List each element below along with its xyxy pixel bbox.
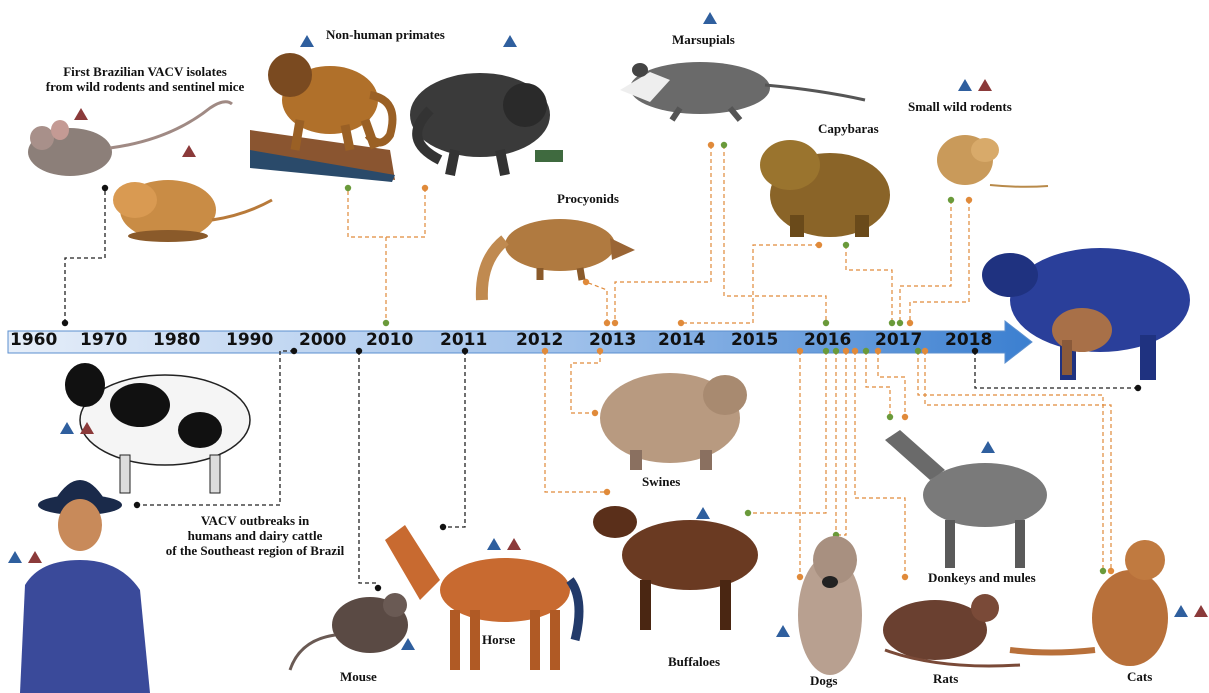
horse-icon	[385, 525, 579, 670]
label-first-isolates: First Brazilian VACV isolates from wild …	[30, 64, 260, 94]
opossum-icon	[620, 62, 865, 120]
wild-rodent-icon	[937, 135, 1048, 187]
rodent-icon	[113, 180, 272, 242]
pig-icon	[600, 373, 747, 470]
label-vacv-outbreaks-line1: VACV outbreaks in	[150, 513, 360, 528]
year-2013: 2013	[589, 330, 636, 350]
year-1970: 1970	[80, 330, 127, 350]
label-capybaras: Capybaras	[818, 121, 879, 136]
year-2010: 2010	[366, 330, 413, 350]
label-vacv-outbreaks-line2: humans and dairy cattle	[150, 528, 360, 543]
label-first-isolates-line1: First Brazilian VACV isolates	[30, 64, 260, 79]
coati-icon	[482, 219, 635, 300]
label-small-wild-rodents: Small wild rodents	[908, 99, 1012, 114]
year-2018: 2018	[945, 330, 992, 350]
label-marsupials: Marsupials	[672, 32, 735, 47]
year-2016: 2016	[804, 330, 851, 350]
farmer-icon	[20, 480, 150, 693]
monkey-icon	[250, 53, 395, 182]
year-2012: 2012	[516, 330, 563, 350]
label-mouse: Mouse	[340, 669, 377, 684]
label-first-isolates-line2: from wild rodents and sentinel mice	[30, 79, 260, 94]
label-non-human-primates: Non-human primates	[326, 27, 445, 42]
label-swines: Swines	[642, 474, 680, 489]
label-horse: Horse	[482, 632, 515, 647]
year-1990: 1990	[226, 330, 273, 350]
year-2017: 2017	[875, 330, 922, 350]
year-2015: 2015	[731, 330, 778, 350]
dog-icon	[798, 536, 862, 675]
year-2011: 2011	[440, 330, 487, 350]
label-vacv-outbreaks: VACV outbreaks in humans and dairy cattl…	[150, 513, 360, 558]
label-vacv-outbreaks-line3: of the Southeast region of Brazil	[150, 543, 360, 558]
cat-icon	[1010, 540, 1168, 666]
label-rats: Rats	[933, 671, 958, 686]
label-donkeys-and-mules: Donkeys and mules	[928, 570, 1036, 585]
year-2000: 2000	[299, 330, 346, 350]
year-1980: 1980	[153, 330, 200, 350]
year-2014: 2014	[658, 330, 705, 350]
mouse-icon	[28, 102, 232, 176]
primate-icon	[410, 73, 563, 175]
donkey-icon	[885, 430, 1047, 568]
label-cats: Cats	[1127, 669, 1152, 684]
year-1960: 1960	[10, 330, 57, 350]
buffaloes-icon	[593, 506, 758, 630]
buffalo-icon	[982, 248, 1190, 380]
label-dogs: Dogs	[810, 673, 837, 688]
capybara-icon	[760, 140, 890, 237]
label-buffaloes: Buffaloes	[668, 654, 720, 669]
label-procyonids: Procyonids	[557, 191, 619, 206]
mouse-bottom-icon	[290, 593, 408, 670]
rat-icon	[883, 594, 1020, 666]
cow-icon	[65, 363, 250, 493]
